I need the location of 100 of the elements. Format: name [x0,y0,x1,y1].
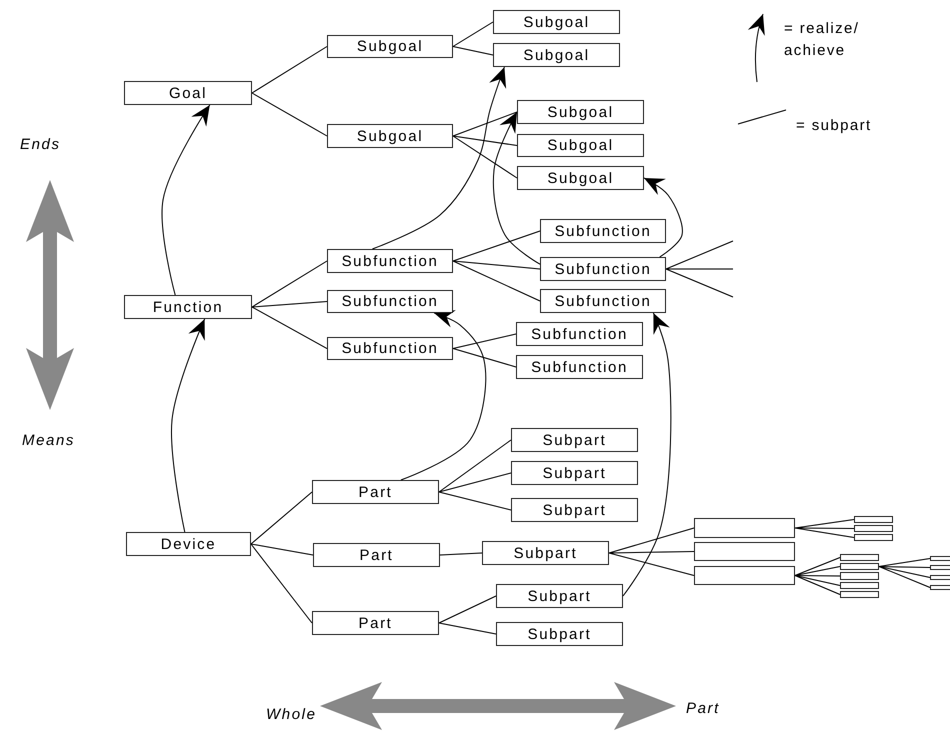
subpart-line [452,22,494,47]
node-label: Subgoal [547,138,614,153]
subpart-line [438,472,512,492]
subpart-line [252,46,328,94]
node-box [312,611,439,635]
subpart-line [452,260,540,302]
node-box [126,532,251,556]
subpart-line [452,334,516,349]
realize-arrow [492,112,540,265]
node-label: Subpart [542,466,606,480]
empty-box [854,534,893,541]
node-label: Subgoal [356,128,424,144]
node-label: Subfunction [342,254,438,268]
legend-text: = realize/ achieve [784,19,860,61]
subpart-line [440,552,482,556]
node-box [327,249,453,273]
node-box [511,498,638,522]
empty-box [930,556,950,561]
node-label: Function [152,300,224,314]
subpart-line [438,492,512,510]
empty-box [840,554,879,561]
empty-box [930,575,950,580]
subpart-line [438,622,496,634]
subpart-line [608,552,694,576]
empty-box [840,563,879,570]
node-box [516,322,643,346]
node-label: Subgoal [523,14,590,30]
node-box [540,289,666,313]
node-label: Subfunction [554,262,652,276]
realize-arrow [372,66,506,250]
node-box [124,295,252,319]
subpart-line [452,112,518,136]
subpart-line [252,260,328,308]
realize-arrow [162,104,210,296]
empty-box [840,582,879,589]
subpart-line [794,566,840,576]
node-label: Subfunction [554,224,652,238]
node-label: Part [358,484,392,500]
node-label: Device [160,536,216,552]
node-label: Subpart [542,502,606,518]
realize-arrow [400,310,486,480]
realize-arrow [622,312,672,596]
node-label: Subpart [528,588,592,604]
subpart-line [608,551,694,554]
node-label: Subfunction [531,326,628,342]
axis-label: Means [22,432,76,449]
node-label: Subpart [528,626,592,642]
subpart-line [250,544,312,624]
subpart-line [666,268,734,298]
subpart-line [452,348,516,368]
realize-arrow [644,178,683,258]
node-label: Subgoal [547,170,614,186]
empty-box [694,542,795,561]
node-label: Subgoal [547,104,614,120]
node-box [312,480,439,504]
subpart-line [794,575,840,595]
subpart-line [438,440,512,492]
subpart-line [452,136,518,146]
empty-box [840,572,879,580]
empty-box [694,566,795,585]
empty-box [854,525,893,532]
node-box [517,100,644,124]
node-box [511,461,638,485]
subpart-line [794,575,840,586]
node-box [493,43,620,67]
subpart-line [452,136,518,178]
node-label: Goal [168,86,208,100]
node-box [511,428,638,452]
empty-box [854,516,893,523]
node-box [493,10,620,34]
node-box [124,81,252,105]
subpart-line [878,566,930,568]
node-box [517,166,644,190]
subpart-line [666,240,734,270]
node-label: Subfunction [342,294,438,309]
subpart-line [878,558,930,567]
node-box [496,584,623,608]
node-label: Subgoal [523,48,590,62]
subpart-line [438,596,496,624]
subpart-line [452,230,540,262]
empty-box [840,591,879,598]
empty-box [694,518,795,538]
subpart-line [794,528,854,529]
empty-box [930,585,950,590]
empty-box [930,565,950,570]
node-box [540,219,666,243]
node-label: Subfunction [342,341,438,356]
subpart-line [666,268,734,270]
realize-arrow [171,318,206,532]
subpart-line [878,566,930,578]
axis-label: Ends [20,136,61,153]
node-box [327,290,453,313]
node-box [327,337,453,360]
subpart-line [794,519,854,528]
node-box [496,622,623,646]
subpart-line [252,92,328,136]
subpart-line [452,46,494,56]
legend-text: = subpart [796,116,873,136]
node-label: Subgoal [356,39,424,54]
node-box [327,124,453,148]
